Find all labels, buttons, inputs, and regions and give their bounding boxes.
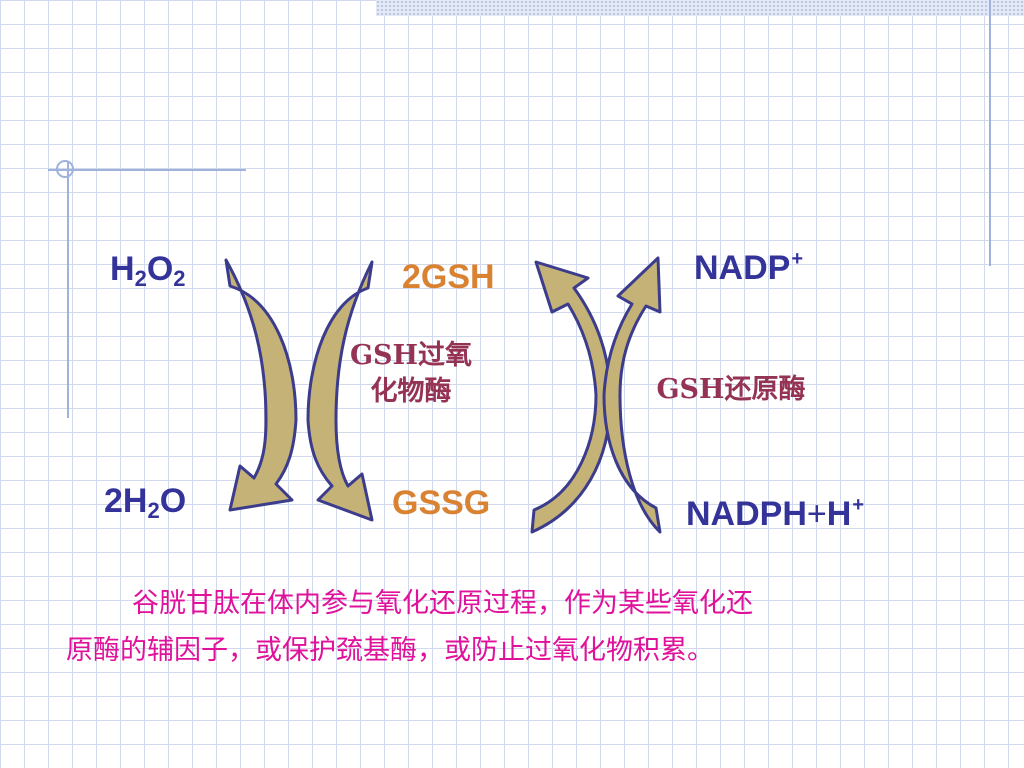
gsh-peroxidase-label: GSH过氧 化物酶 (336, 338, 486, 410)
nadph-plus: + (806, 495, 827, 533)
h2o2-sub1: 2 (134, 266, 147, 291)
h2o2-h: H (110, 250, 135, 288)
nadp-main: NADP (694, 249, 791, 287)
nadph-label: NADPH+H+ (686, 494, 864, 534)
gssg-label: GSSG (392, 484, 491, 522)
gsh-label: 2GSH (402, 258, 495, 296)
nadph-sup: + (852, 494, 865, 516)
arrow-gsh-to-gssg (306, 260, 374, 522)
water-sub: 2 (147, 498, 160, 523)
water-coef: 2H (104, 482, 148, 520)
water-o: O (159, 482, 187, 520)
nadph-main: NADPH (686, 495, 807, 533)
water-label: 2H2O (104, 482, 186, 524)
description-paragraph: 谷胱甘肽在体内参与氧化还原过程，作为某些氧化还 原酶的辅因子，或保护巯基酶，或防… (66, 580, 966, 674)
right-vertical-rule (989, 0, 991, 266)
nadp-sup: + (791, 248, 804, 270)
description-line1: 谷胱甘肽在体内参与氧化还原过程，作为某些氧化还 (132, 588, 753, 619)
arrow-h2o2-to-water (224, 258, 298, 512)
gsh-reductase-label: GSH还原酶 (656, 374, 806, 405)
arrow-nadph-to-nadp (602, 256, 662, 534)
gsh-peroxidase-line2: 化物酶 (370, 376, 452, 407)
h2o2-sub2: 2 (173, 266, 186, 291)
nadph-h: H (826, 495, 852, 533)
header-band (376, 0, 1024, 16)
gsh-peroxidase-line1: GSH过氧 (349, 340, 473, 371)
description-line2: 原酶的辅因子，或保护巯基酶，或防止过氧化物积累。 (66, 635, 714, 666)
h2o2-o: O (146, 250, 174, 288)
h2o2-label: H2O2 (110, 250, 186, 292)
arrow-gssg-to-gsh (530, 260, 612, 534)
nadp-label: NADP+ (694, 248, 803, 288)
left-vertical-rule (67, 162, 69, 418)
corner-ring (56, 160, 74, 178)
left-horizontal-rule (48, 169, 246, 171)
